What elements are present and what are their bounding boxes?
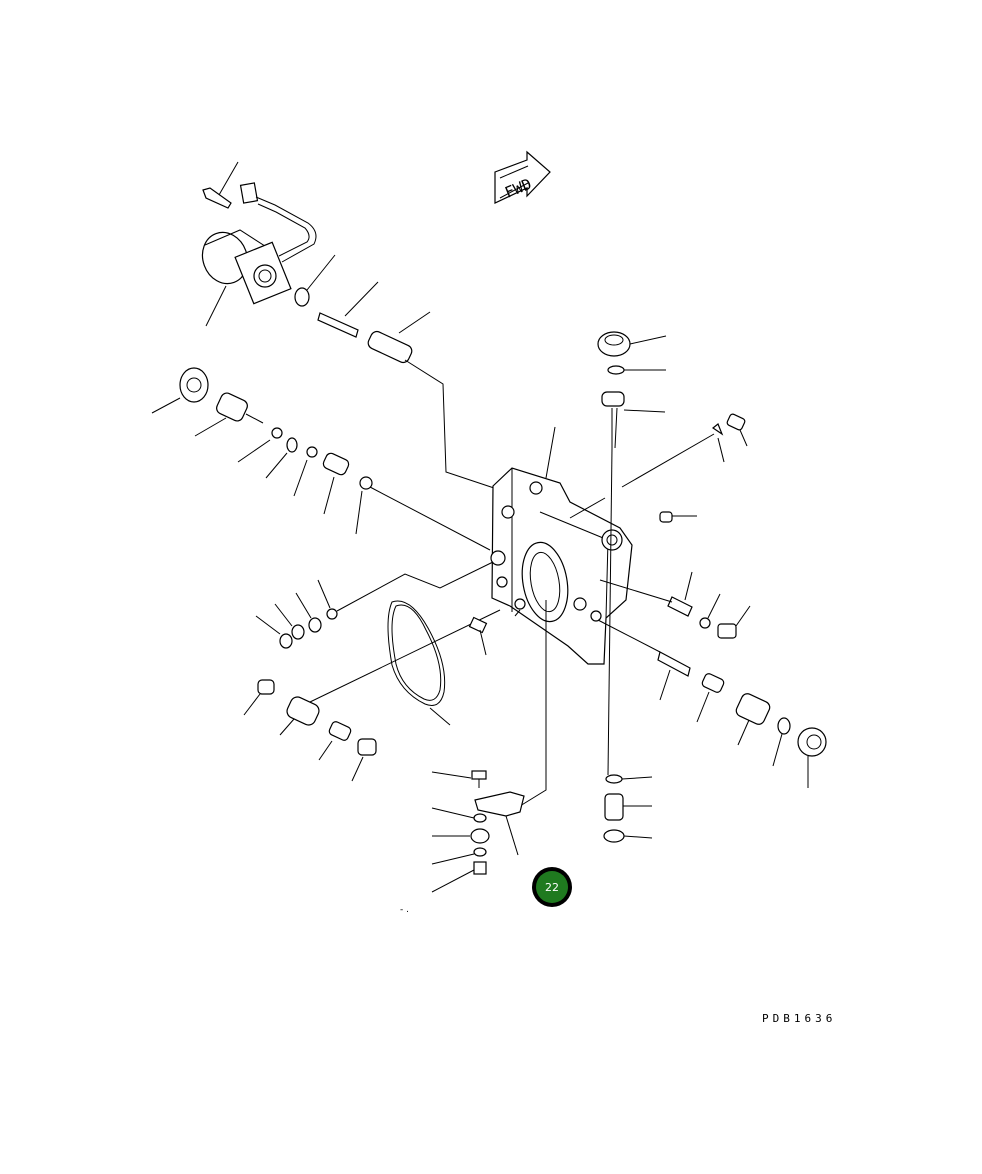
gasket <box>387 600 451 726</box>
lever-assembly: - . <box>400 770 525 915</box>
left-mid-parts <box>255 561 494 649</box>
callout-badge[interactable]: 22 <box>532 867 572 907</box>
right-rod-assembly <box>597 331 667 843</box>
callout-badge-label: 22 <box>545 881 559 894</box>
bolt-lower-center <box>468 600 547 807</box>
drawing-code: PDB1636 <box>762 1012 837 1025</box>
right-side-parts <box>597 413 827 788</box>
fwd-arrow-marker: FWD <box>494 150 551 204</box>
left-valve-parts <box>151 367 491 551</box>
spool-parts-upper <box>294 254 495 489</box>
valve-body <box>490 426 633 665</box>
lower-left-parts <box>243 609 501 782</box>
solenoid-assembly <box>201 161 317 327</box>
partial-label: - . <box>400 905 409 915</box>
